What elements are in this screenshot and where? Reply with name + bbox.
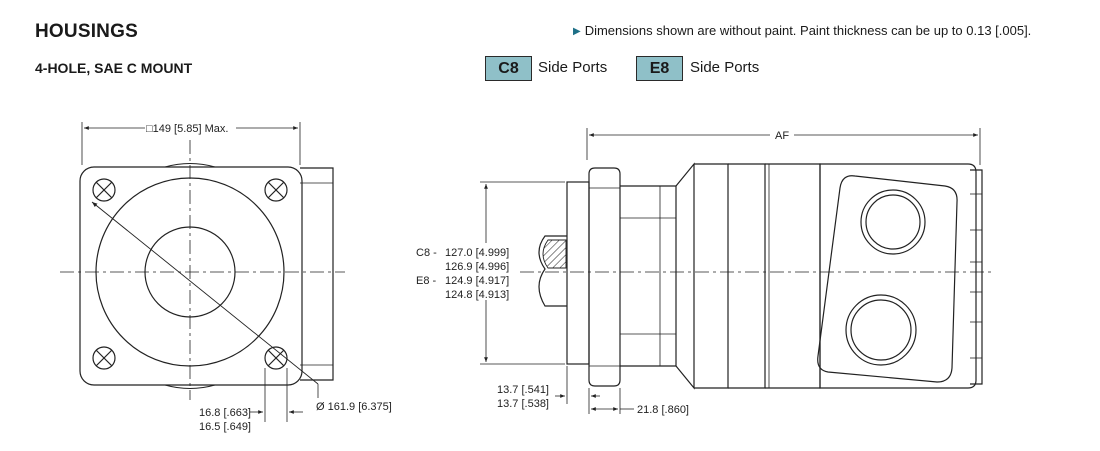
shaft-outline <box>538 235 567 307</box>
front-view-side-boss <box>300 167 334 381</box>
port-upper <box>860 189 926 255</box>
flange-thickness-dimension <box>555 366 600 414</box>
housing-section-3 <box>765 163 821 389</box>
front-width-dimension <box>81 122 301 165</box>
side-view <box>538 162 983 390</box>
shaft-key-section <box>542 239 567 269</box>
pilot-dim-e8-max: 124.9 [4.917] <box>445 275 509 287</box>
hole-size-dimension <box>250 368 303 422</box>
page-subtitle: 4-HOLE, SAE C MOUNT <box>35 60 193 76</box>
pilot-dim-prefix-c8: C8 - <box>416 247 437 259</box>
bolt-circle-dim: Ø 161.9 [6.375] <box>316 401 392 413</box>
pilot-dim-c8-max: 127.0 [4.999] <box>445 247 509 259</box>
hole-dim-upper: 16.8 [.663] <box>199 407 251 419</box>
front-width-dim: □149 [5.85] Max. <box>146 123 228 135</box>
bolt-circle-leader <box>91 201 319 385</box>
page-title: HOUSINGS <box>35 21 138 42</box>
port-block-face <box>817 175 958 383</box>
paint-note: ▶Dimensions shown are without paint. Pai… <box>573 23 1031 38</box>
port-label-c8: Side Ports <box>538 59 608 76</box>
bolt-hole-top-left <box>92 178 116 202</box>
paint-note-text: Dimensions shown are without paint. Pain… <box>584 23 1032 38</box>
bolt-hole-bottom-right <box>264 346 288 370</box>
mounting-flange <box>588 167 621 387</box>
port-lower <box>845 294 917 366</box>
front-view-centerlines <box>60 140 345 400</box>
pilot <box>566 181 590 365</box>
port-code-badge-c8: C8 <box>485 56 532 81</box>
flange-dim-upper: 13.7 [.541] <box>497 384 549 396</box>
bolt-hole-top-right <box>264 178 288 202</box>
af-dim: AF <box>775 130 789 142</box>
pilot-diameter-dimension <box>480 181 565 365</box>
pilot-length-dim: 21.8 [.860] <box>637 404 689 416</box>
front-view-flange <box>79 166 303 386</box>
hole-dim-lower: 16.5 [.649] <box>199 421 251 433</box>
pilot-dim-e8-min: 124.8 [4.913] <box>445 289 509 301</box>
triangle-bullet-icon: ▶ <box>573 26 581 37</box>
flange-dim-lower: 13.7 [.538] <box>497 398 549 410</box>
port-code-badge-e8: E8 <box>636 56 683 81</box>
port-housing <box>819 163 977 389</box>
end-cap <box>970 169 983 385</box>
pilot-dim-prefix-e8: E8 - <box>416 275 437 287</box>
pilot-length-dimension <box>591 388 634 414</box>
port-label-e8: Side Ports <box>690 59 760 76</box>
housing-section-2 <box>728 163 766 389</box>
pilot-dim-c8-min: 126.9 [4.996] <box>445 261 509 273</box>
af-dimension <box>586 128 981 165</box>
housing-section-1 <box>694 163 729 389</box>
front-view <box>79 163 334 389</box>
bolt-hole-bottom-left <box>92 346 116 370</box>
